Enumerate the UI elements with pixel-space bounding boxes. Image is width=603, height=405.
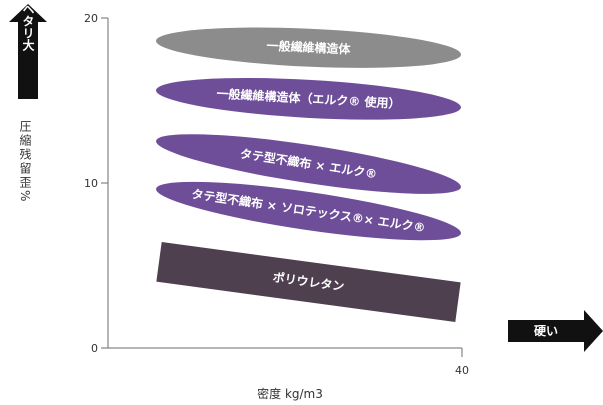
y-axis-title: 圧縮残留歪% [18,120,32,203]
x-axis-title: 密度 kg/m3 [257,386,323,401]
series-label: 一般繊維構造体 [266,38,352,57]
y-tick-label: 0 [91,342,98,355]
series-band [156,181,461,241]
y-ticks: 0 10 20 [84,12,108,355]
x-tick-label: 40 [455,364,469,377]
series-band [156,241,461,323]
y-direction-arrow: ヘタリ大 [9,3,47,99]
series-band [156,134,461,194]
y-direction-label: ヘタリ大 [21,3,35,52]
y-tick-label: 20 [84,12,98,25]
series-band [156,27,461,68]
x-direction-arrow: 硬い [508,310,603,352]
y-tick-label: 10 [84,177,98,190]
x-direction-label: 硬い [534,324,558,338]
x-ticks: 40 [455,364,469,377]
series-band [156,78,461,120]
